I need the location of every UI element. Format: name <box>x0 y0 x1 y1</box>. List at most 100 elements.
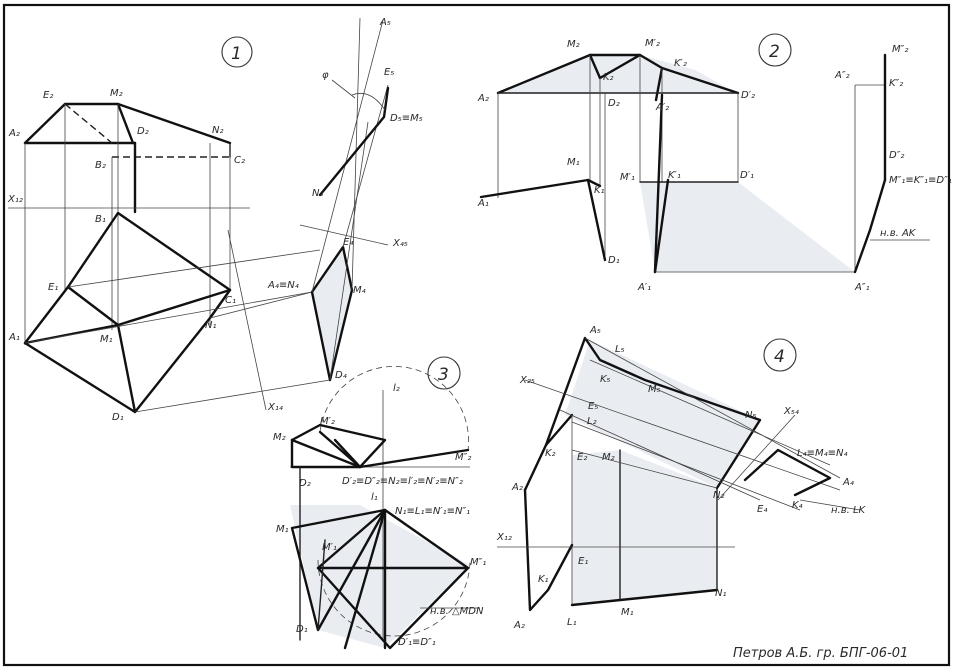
p4-line <box>743 448 832 497</box>
label-L1: L₁ <box>567 617 577 628</box>
p3-shading <box>290 505 470 648</box>
label-X45: X₄₅ <box>392 238 408 249</box>
label-M1K1D1: M″₁≡K″₁≡D″₁ <box>889 175 952 186</box>
problem-2-drawing: 2 <box>479 33 930 274</box>
problem-4-drawing: 4 <box>497 336 861 612</box>
p1-projector <box>134 379 331 413</box>
label-B1: B₁ <box>95 214 106 225</box>
label-M2: M₂ <box>602 452 615 463</box>
p3-line <box>317 559 471 637</box>
label-N5: N₅ <box>745 410 757 421</box>
label-K2-dprime: K″₂ <box>889 78 903 89</box>
p1-projector <box>209 291 313 319</box>
label-N2: N₂ <box>212 125 224 136</box>
label-M2: M₂ <box>273 432 286 443</box>
label-A5: A₅ <box>379 17 391 28</box>
p2-line <box>496 53 642 95</box>
p1-hidden-edge <box>64 103 113 144</box>
label-D4: D₄ <box>335 370 347 381</box>
p2-line <box>853 178 887 274</box>
p4-projector <box>559 409 761 501</box>
author-signature: Петров А.Б. гр. БПГ-06-01 <box>733 646 908 661</box>
p4-shading <box>565 340 760 488</box>
label-D2: D₂ <box>608 98 620 109</box>
label-M2: M₂ <box>110 88 123 99</box>
problem-4-labels: A₅ L₅ K₅ E₅ L₂ M₅ X₂₅ N₅ X₅₄ L₄≡M₄≡N₄ A₄… <box>496 325 867 631</box>
label-D5M5: D₅≡M₅ <box>390 113 423 124</box>
label-A4: A₄ <box>842 477 854 488</box>
problem-2-labels: M₂ M′₂ K₂ K′₂ A₂ D₂ D′₂ A′₂ M₁ K₁ A₁ D₁ … <box>477 38 952 293</box>
label-N2: N₂ <box>713 490 725 501</box>
label-true-length-AK: н.в. AK <box>880 228 917 239</box>
label-D1-prime: D′₁ <box>740 170 754 181</box>
label-M1: M₁ <box>100 334 113 345</box>
p3-line <box>290 438 362 469</box>
p4-line <box>570 588 719 607</box>
label-K5: K₅ <box>600 374 611 385</box>
p3-line <box>290 423 387 469</box>
p4-line <box>799 499 861 511</box>
p1-projector <box>311 19 384 293</box>
label-K1: K₁ <box>538 574 549 585</box>
p2-line <box>586 178 602 188</box>
label-E2: E₂ <box>577 452 587 463</box>
problem-1-labels: E₂ M₂ A₂ D₂ N₂ B₂ C₂ X₁₂ B₁ E₁ C₁ A₁ M₁ … <box>7 17 423 423</box>
label-L4M4N4: L₄≡M₄≡N₄ <box>797 448 847 459</box>
label-M1: M₁ <box>567 157 580 168</box>
label-C2: C₂ <box>234 155 245 166</box>
p1-aux5-edge <box>318 86 390 197</box>
p4-line <box>571 449 718 489</box>
label-A5: A₅ <box>589 325 601 336</box>
problem-3-number-circle <box>427 356 461 390</box>
label-l1: l₁ <box>371 492 378 503</box>
label-N1: N₁ <box>715 588 727 599</box>
label-N5: N₅ <box>312 188 324 199</box>
label-D2-group: D′₂≡D″₂≡N₂≡l′₂≡N′₂≡N″₂ <box>342 476 463 487</box>
label-X14: X₁₄ <box>267 402 283 413</box>
problem-1-number: 1 <box>231 44 242 64</box>
label-E4: E₄ <box>757 504 767 515</box>
p3-rotation-arc <box>319 366 469 451</box>
label-D1: D₁ <box>296 624 308 635</box>
label-K1: K₁ <box>594 185 605 196</box>
p2-line <box>588 53 602 80</box>
problem-2-number: 2 <box>769 42 780 62</box>
p1-top-outline <box>23 211 232 414</box>
label-M2: M₂ <box>567 39 580 50</box>
p3-line <box>333 438 362 469</box>
label-X12: X₁₂ <box>7 194 23 205</box>
label-M1-dprime: M″₁ <box>470 557 486 568</box>
label-D2: D₂ <box>299 478 311 489</box>
p4-line <box>544 413 574 447</box>
p4-shading <box>572 450 717 605</box>
p1-front-top <box>23 102 135 145</box>
label-M2-dprime: M″₂ <box>455 452 471 463</box>
label-A2: A₂ <box>477 93 489 104</box>
p3-line <box>358 448 470 469</box>
label-X54: X₅₄ <box>783 406 799 417</box>
label-B2: B₂ <box>95 160 106 171</box>
label-A1-prime: A′₁ <box>637 282 651 293</box>
label-A2: A₂ <box>511 482 523 493</box>
label-K1-prime: K′₁ <box>668 170 681 181</box>
label-M1: M₁ <box>276 524 289 535</box>
label-A1: A₁ <box>477 198 489 209</box>
p1-angle-arc <box>351 92 386 111</box>
p2-shading <box>640 182 855 272</box>
p2-line <box>479 178 607 262</box>
p1-line <box>331 79 356 99</box>
label-l2: l₂ <box>393 383 400 394</box>
p3-line <box>343 508 387 650</box>
label-A2-dprime: A″₂ <box>834 70 850 81</box>
p1-axis-x45 <box>299 224 389 246</box>
p1-shading <box>312 247 352 380</box>
p4-projector <box>571 421 801 511</box>
problem-2-number-circle <box>758 33 792 67</box>
label-K2-prime: K′₂ <box>674 58 687 69</box>
p3-line <box>316 508 470 650</box>
p4-projector <box>584 337 841 479</box>
p4-line <box>523 488 574 612</box>
label-M1: M₁ <box>621 607 634 618</box>
label-A4N4: A₄≡N₄ <box>267 280 299 291</box>
